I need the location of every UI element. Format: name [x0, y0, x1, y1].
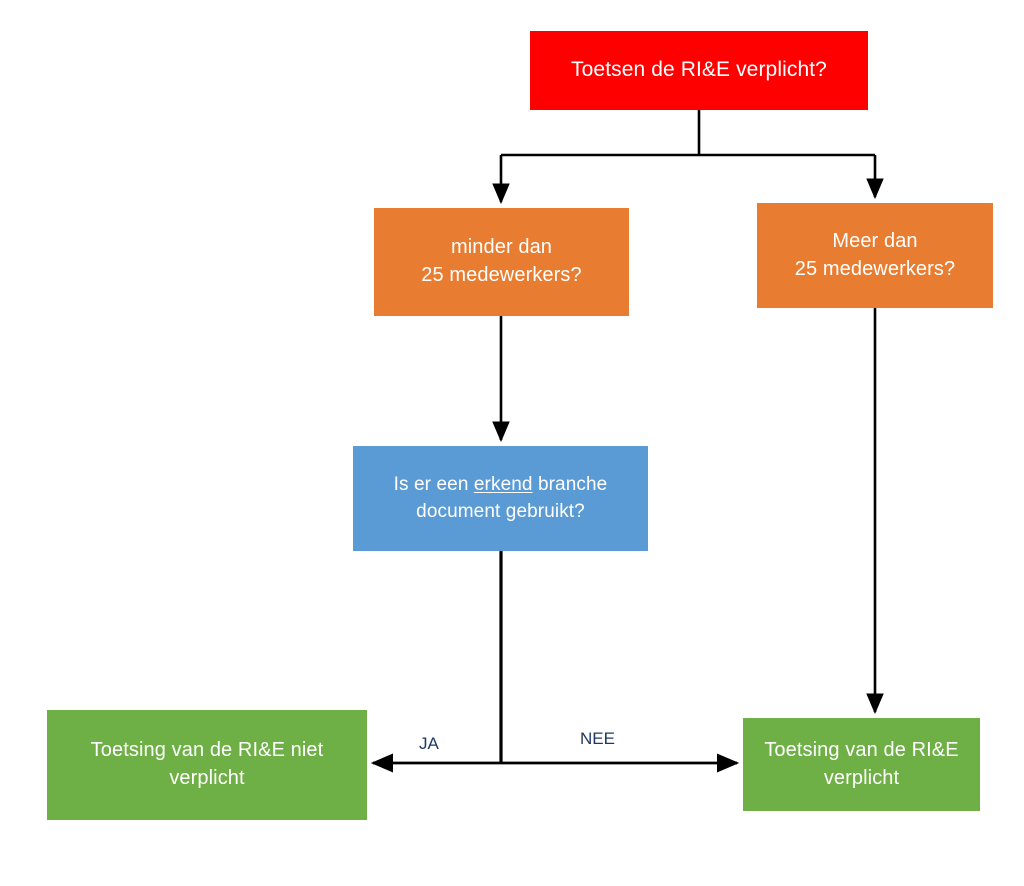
node-start-toetsen-verplicht[interactable]: Toetsen de RI&E verplicht?	[530, 31, 868, 110]
node-branche-text-before: Is er een	[393, 474, 474, 496]
node-decision-minder-dan-25[interactable]: minder dan 25 medewerkers?	[374, 208, 629, 316]
edge-label-ja: JA	[419, 734, 439, 753]
node-verplicht-line1: Toetsing van de RI&E	[764, 738, 959, 761]
node-outcome-toetsing-niet-verplicht[interactable]: Toetsing van de RI&E niet verplicht	[47, 710, 367, 820]
node-meer-dan-line2: 25 medewerkers?	[794, 257, 956, 280]
node-niet-verplicht-line1: Toetsing van de RI&E niet	[90, 739, 324, 762]
node-meer-dan-line1: Meer dan	[832, 229, 918, 252]
node-decision-erkend-branche-document[interactable]: Is er een erkend branche document gebrui…	[353, 446, 648, 551]
node-minder-dan-line2: 25 medewerkers?	[421, 264, 582, 286]
node-outcome-toetsing-verplicht[interactable]: Toetsing van de RI&E verplicht	[743, 718, 980, 811]
node-niet-verplicht-line2: verplicht	[169, 767, 245, 789]
node-start-label: Toetsen de RI&E verplicht?	[571, 58, 827, 82]
edge-start-to-split	[501, 110, 875, 157]
node-branche-text-after: branche	[532, 474, 608, 496]
node-verplicht-line2: verplicht	[823, 766, 900, 789]
node-branche-line2: document gebruikt?	[416, 500, 585, 522]
node-minder-dan-line1: minder dan	[450, 236, 553, 259]
node-branche-text-underlined: erkend	[473, 474, 533, 496]
node-decision-meer-dan-25[interactable]: Meer dan 25 medewerkers?	[757, 203, 993, 308]
edge-label-nee: NEE	[580, 729, 615, 748]
